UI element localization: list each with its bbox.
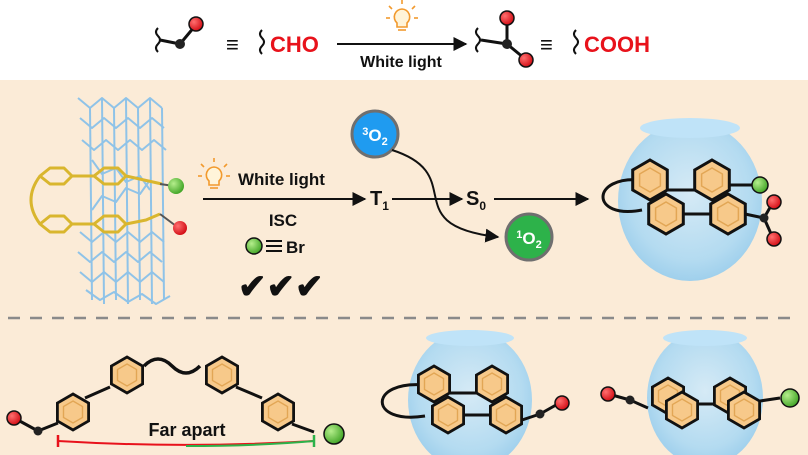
equiv-symbol-1: ≡ (226, 32, 239, 57)
oxygen-conversion-curve (391, 149, 500, 243)
wavy-bond-cho (259, 29, 265, 55)
triplet-oxygen-bubble: 3O2 (350, 109, 400, 159)
equiv-lines (266, 240, 282, 252)
equiv-symbol-2: ≡ (540, 32, 553, 57)
product-host-complex (601, 118, 782, 281)
svg-text:1O2: 1O2 (516, 229, 541, 251)
bromine-label: Br (286, 238, 305, 257)
checkmarks: ✔✔✔ (238, 268, 323, 306)
host-guest-crystal-structure (29, 97, 187, 305)
wavy-bond-cooh (573, 29, 579, 55)
acid-text: COOH (584, 32, 650, 57)
stacked-host-complex (600, 330, 800, 455)
top-arrow-label: White light (360, 54, 442, 71)
free-guest-molecule (6, 355, 345, 445)
far-apart-label: Far apart (148, 420, 225, 440)
light-bulb-icon (385, 0, 419, 31)
isc-label: ISC (269, 211, 297, 230)
triplet-state-label: T1 (370, 188, 389, 213)
bromine-ball-icon (245, 237, 263, 255)
white-light-label: White light (238, 170, 325, 189)
singlet-state-label: S0 (466, 188, 486, 213)
carboxylic-acid-symbol (475, 10, 534, 68)
distance-indicator (56, 435, 316, 447)
aldehyde-text: CHO (270, 32, 319, 57)
singlet-oxygen-bubble: 1O2 (504, 212, 554, 262)
aldehyde-symbol (155, 16, 204, 53)
svg-text:3O2: 3O2 (362, 126, 387, 148)
folded-host-complex (381, 330, 570, 455)
